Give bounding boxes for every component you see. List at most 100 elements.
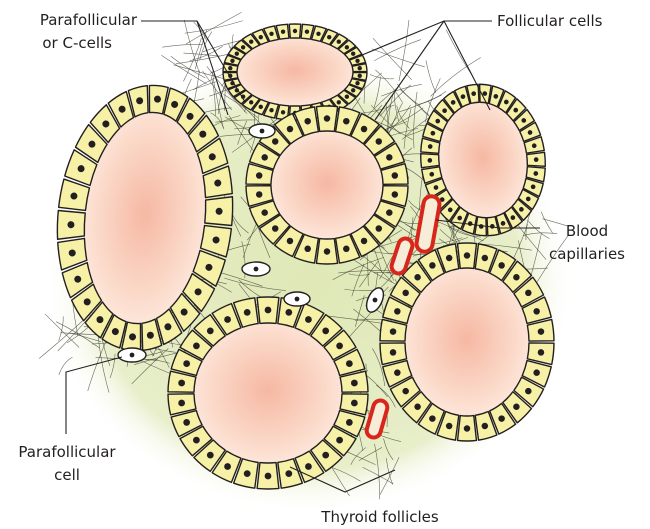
cell-nucleus	[272, 138, 279, 145]
cell-nucleus	[178, 380, 185, 387]
cell-nucleus	[259, 35, 263, 39]
cell-nucleus	[464, 425, 471, 432]
cell-nucleus	[183, 360, 190, 367]
cell-nucleus	[513, 403, 520, 410]
parafollicular-cell-1	[249, 124, 275, 138]
cell-nucleus	[392, 172, 399, 179]
cell-nucleus	[269, 32, 273, 36]
cell-nucleus	[351, 380, 358, 387]
cell-nucleus	[345, 45, 349, 49]
cell-nucleus	[498, 415, 505, 422]
cell-nucleus	[482, 255, 489, 262]
cell-nucleus	[386, 209, 393, 216]
cell-nucleus	[193, 342, 200, 349]
cell-nucleus	[386, 154, 393, 161]
cell-nucleus	[224, 463, 231, 470]
cell-nucleus	[390, 349, 397, 356]
cell-nucleus	[533, 308, 540, 315]
follicle-bottom-right	[380, 243, 554, 441]
cell-nucleus	[429, 415, 436, 422]
cell-nucleus	[482, 423, 489, 430]
cell-nucleus	[305, 316, 312, 323]
cell-nucleus	[230, 59, 234, 63]
cell-nucleus	[336, 437, 343, 444]
cell-nucleus	[304, 118, 311, 125]
cell-nucleus	[265, 307, 272, 314]
cell-nucleus	[513, 274, 520, 281]
cell-nucleus	[183, 419, 190, 426]
cell-nucleus	[249, 100, 253, 104]
cell-nucleus	[402, 388, 409, 395]
cell-nucleus	[337, 100, 341, 104]
cell-nucleus	[324, 115, 331, 122]
cell-nucleus	[533, 369, 540, 376]
cell-nucleus	[249, 40, 253, 44]
cell-nucleus	[244, 470, 251, 477]
cell-nucleus	[287, 238, 294, 245]
cell-nucleus	[224, 316, 231, 323]
follicle-bottom-center	[168, 297, 368, 489]
cell-nucleus	[178, 400, 185, 407]
cell-nucleus	[402, 290, 409, 297]
cell-nucleus	[272, 225, 279, 232]
connective-fiber	[171, 56, 206, 78]
cell-nucleus	[281, 29, 285, 33]
follicle-top	[223, 24, 367, 120]
cell-nucleus	[394, 308, 401, 315]
cell-nucleus	[361, 126, 368, 133]
cell-nucleus	[337, 40, 341, 44]
label-parafollicular-cell-line2: cell	[54, 466, 80, 484]
cell-nucleus	[207, 327, 214, 334]
cell-nucleus	[269, 108, 273, 112]
cell-nucleus	[346, 360, 353, 367]
cell-nucleus	[414, 274, 421, 281]
connective-fiber	[186, 12, 241, 44]
cell-nucleus	[351, 400, 358, 407]
cell-nucleus	[414, 403, 421, 410]
cell-nucleus	[361, 238, 368, 245]
cell-nucleus	[355, 81, 359, 85]
cell-nucleus	[355, 59, 359, 63]
label-parafollicular-c-cells-line1: Parafollicular	[40, 11, 138, 29]
cell-nucleus	[392, 191, 399, 198]
cell-nucleus	[285, 309, 292, 316]
connective-fiber	[185, 21, 243, 33]
cell-nucleus	[259, 105, 263, 109]
cell-nucleus	[538, 328, 545, 335]
cell-nucleus	[304, 246, 311, 253]
cell-nucleus	[322, 452, 329, 459]
cell-nucleus	[305, 29, 309, 33]
cell-nucleus	[244, 309, 251, 316]
colloid	[194, 323, 342, 463]
cell-nucleus	[394, 369, 401, 376]
cell-nucleus	[538, 349, 545, 356]
connective-fiber	[162, 44, 203, 47]
cell-nucleus	[316, 32, 320, 36]
cell-nucleus	[285, 470, 292, 477]
cell-nucleus	[336, 342, 343, 349]
label-parafollicular-c-cells-line2: or C-cells	[42, 34, 112, 52]
cell-nucleus	[327, 35, 331, 39]
label-thyroid-follicles: Thyroid follicles	[320, 508, 439, 526]
cell-nucleus	[498, 262, 505, 269]
parafollicular-cell-5	[284, 292, 310, 306]
cell-nucleus	[525, 290, 532, 297]
cell-nucleus	[322, 327, 329, 334]
cell-nucleus	[281, 110, 285, 114]
cell-nucleus	[351, 88, 355, 92]
cell-nucleus	[446, 423, 453, 430]
cell-nucleus	[207, 452, 214, 459]
cell-nucleus	[287, 126, 294, 133]
label-blood-capillaries-line1: Blood	[566, 222, 608, 240]
cell-nucleus	[305, 463, 312, 470]
cell-nucleus	[358, 66, 362, 70]
cell-nucleus	[343, 246, 350, 253]
label-follicular-cells: Follicular cells	[497, 12, 603, 30]
cell-nucleus	[235, 52, 239, 56]
cell-nucleus	[525, 388, 532, 395]
connective-fiber	[184, 20, 199, 73]
cell-nucleus	[446, 255, 453, 262]
cell-nucleus	[261, 209, 268, 216]
cell-nucleus	[193, 437, 200, 444]
